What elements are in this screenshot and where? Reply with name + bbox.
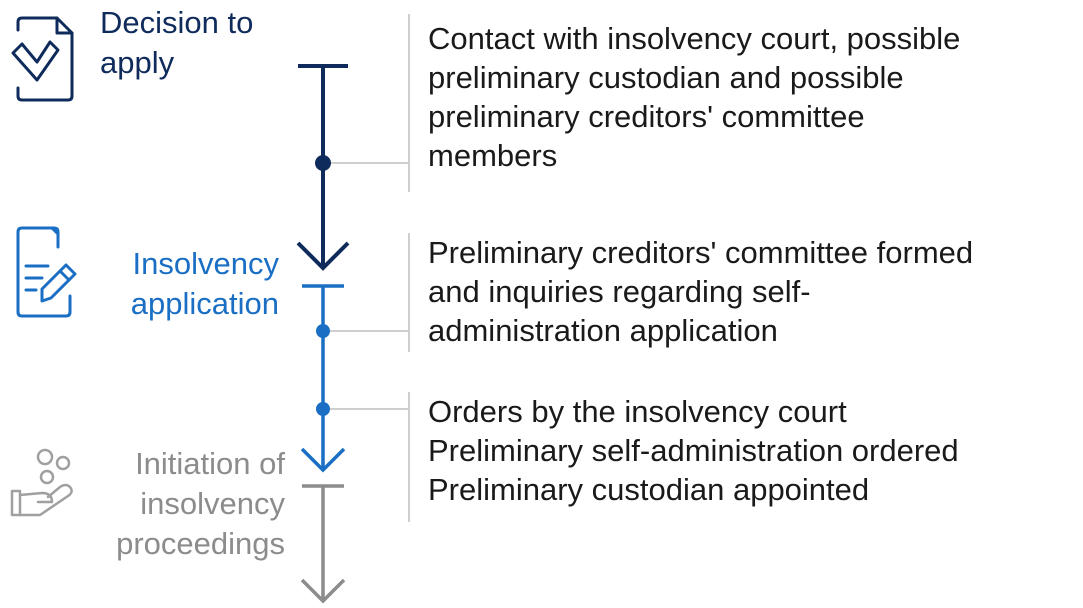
description-line: Contact with insolvency court, possible xyxy=(428,21,961,56)
stage-label-line: insolvency xyxy=(140,486,285,521)
description-line: Preliminary creditors' committee formed xyxy=(428,235,974,270)
timeline-segment-application xyxy=(300,284,346,473)
timeline-segment-initiation xyxy=(300,484,346,604)
hand-coins-icon xyxy=(10,448,73,517)
segment-arrowhead xyxy=(300,447,346,473)
milestone-dot xyxy=(316,324,330,338)
document-edit-icon xyxy=(16,226,77,318)
description-line: members xyxy=(428,138,558,173)
description-block-2: Preliminary creditors' committee formed … xyxy=(428,233,973,350)
stage-label-initiation: Initiation of insolvency proceedings xyxy=(60,444,285,564)
segment-arrowhead xyxy=(296,241,350,271)
timeline-segment-decision xyxy=(296,64,350,271)
stage-label-line: application xyxy=(130,286,279,321)
stage-label-line: apply xyxy=(100,45,175,80)
milestone-dot xyxy=(316,402,330,416)
stage-label-line: Decision to xyxy=(100,5,254,40)
description-line: preliminary creditors' committee xyxy=(428,99,865,134)
document-check-icon xyxy=(11,16,74,102)
description-line: Preliminary self-administration ordered xyxy=(428,433,959,468)
stage-label-line: Initiation of xyxy=(135,446,285,481)
description-block-1: Contact with insolvency court, possible … xyxy=(428,19,960,175)
stage-label-line: proceedings xyxy=(116,526,285,561)
description-line: Preliminary custodian appointed xyxy=(428,472,870,507)
milestone-dot xyxy=(315,155,331,171)
stage-label-application: Insolvency application xyxy=(97,244,279,324)
description-line: Orders by the insolvency court xyxy=(428,394,847,429)
stage-label-decision: Decision to apply xyxy=(100,3,253,83)
description-line: preliminary custodian and possible xyxy=(428,60,904,95)
description-block-3: Orders by the insolvency court Prelimina… xyxy=(428,392,959,509)
description-line: administration application xyxy=(428,313,778,348)
stage-label-line: Insolvency xyxy=(132,246,279,281)
segment-arrowhead xyxy=(300,578,346,604)
description-line: and inquiries regarding self- xyxy=(428,274,811,309)
